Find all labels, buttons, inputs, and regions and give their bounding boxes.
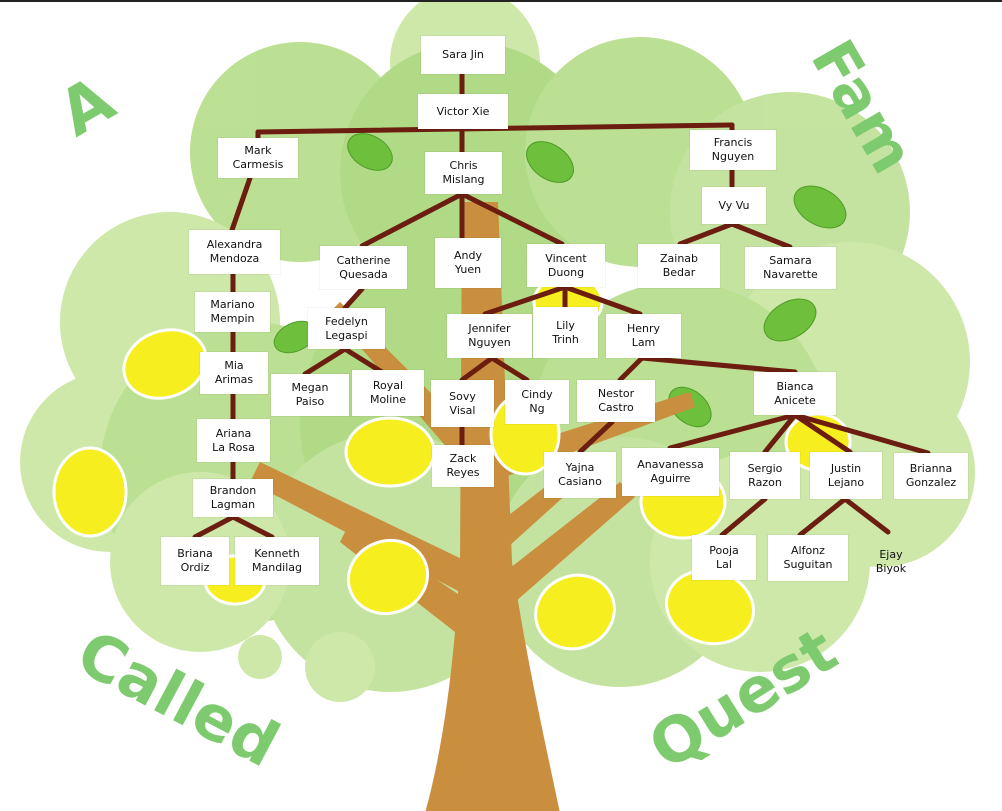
member-catherine-quesada: Catherine Quesada: [320, 246, 407, 289]
leaf-icon: [347, 133, 393, 171]
leaf-icon: [526, 141, 574, 183]
member-francis-nguyen: Francis Nguyen: [690, 130, 776, 170]
member-yajna-casiano: Yajna Casiano: [544, 452, 616, 498]
member-nestor-castro: Nestor Castro: [577, 380, 655, 422]
lemon-icon: [534, 573, 616, 651]
member-victor-xie: Victor Xie: [418, 94, 508, 129]
member-cindy-ng: Cindy Ng: [505, 380, 569, 424]
leaf-icon: [793, 185, 847, 229]
member-sara-jin: Sara Jin: [421, 36, 505, 74]
member-mia-arimas: Mia Arimas: [200, 352, 268, 394]
member-ariana-la-rosa: Ariana La Rosa: [197, 419, 270, 462]
member-ejay-biyok: Ejay Biyok: [875, 548, 907, 575]
lemon-icon: [122, 328, 208, 400]
member-andy-yuen: Andy Yuen: [435, 238, 501, 288]
member-alexandra-mendoza: Alexandra Mendoza: [189, 230, 280, 274]
member-brianna-gonzalez: Brianna Gonzalez: [894, 453, 968, 499]
member-anavanessa-aguirre: Anavanessa Aguirre: [622, 448, 719, 496]
member-pooja-lal: Pooja Lal: [692, 535, 756, 580]
lemon-icon: [346, 539, 430, 615]
member-justin-lejano: Justin Lejano: [810, 452, 882, 499]
leaves: [273, 133, 847, 428]
member-zack-reyes: Zack Reyes: [432, 445, 494, 487]
member-mariano-mempin: Mariano Mempin: [195, 292, 270, 332]
member-bianca-anicete: Bianca Anicete: [754, 372, 836, 415]
member-zainab-bedar: Zainab Bedar: [638, 244, 720, 288]
member-henry-lam: Henry Lam: [606, 314, 681, 358]
member-alfonz-suguitan: Alfonz Suguitan: [768, 535, 848, 581]
leaf-icon: [763, 298, 817, 342]
member-kenneth-mandilag: Kenneth Mandilag: [235, 537, 319, 585]
lemon-icon: [52, 446, 128, 538]
member-sergio-razon: Sergio Razon: [730, 452, 800, 499]
member-vy-vu: Vy Vu: [702, 187, 766, 224]
member-briana-ordiz: Briana Ordiz: [161, 537, 229, 585]
member-megan-paiso: Megan Paiso: [271, 374, 349, 416]
member-fedelyn-legaspi: Fedelyn Legaspi: [308, 308, 385, 349]
member-brandon-lagman: Brandon Lagman: [193, 479, 273, 517]
lemon-icon: [344, 416, 436, 488]
member-royal-moline: Royal Moline: [352, 370, 424, 416]
member-vincent-duong: Vincent Duong: [527, 244, 605, 287]
member-sovy-visal: Sovy Visal: [431, 380, 494, 427]
member-lily-trinh: Lily Trinh: [533, 307, 598, 358]
member-jennifer-nguyen: Jennifer Nguyen: [447, 314, 532, 358]
member-mark-carmesis: Mark Carmesis: [218, 138, 298, 178]
member-chris-mislang: Chris Mislang: [425, 152, 502, 194]
member-samara-navarette: Samara Navarette: [745, 247, 836, 289]
